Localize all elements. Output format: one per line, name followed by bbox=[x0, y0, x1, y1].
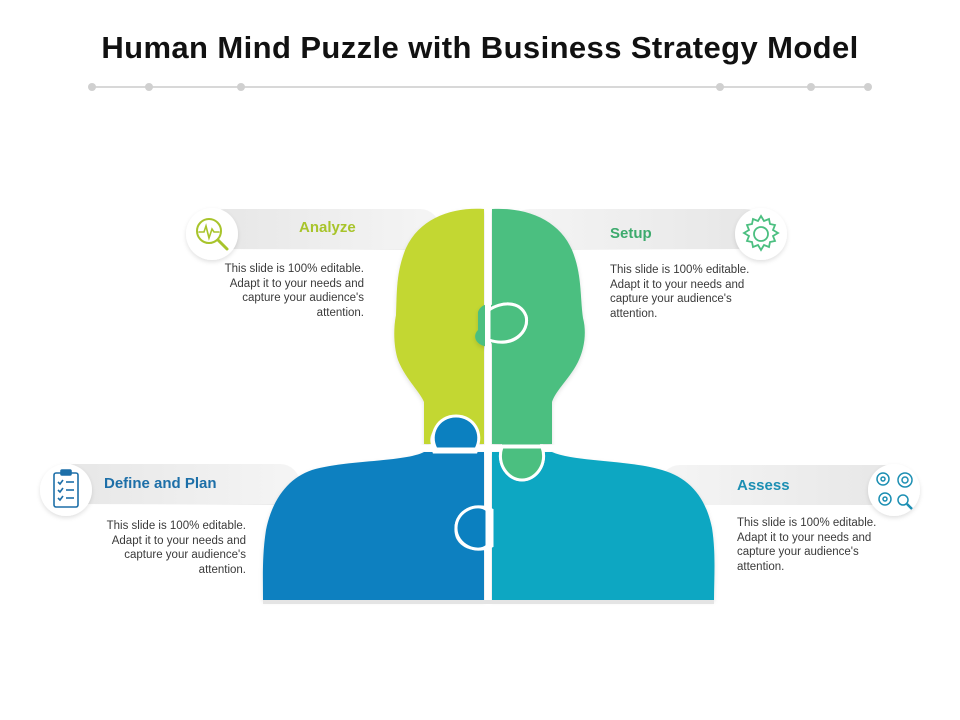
puzzle-piece-analyze bbox=[394, 208, 484, 444]
magnifier-pulse-icon bbox=[196, 218, 229, 251]
label-setup: Setup bbox=[610, 225, 652, 242]
icon-circle-setup bbox=[735, 208, 787, 260]
gear-icon bbox=[742, 214, 780, 252]
banner-analyze bbox=[170, 209, 440, 282]
puzzle-piece-define bbox=[262, 419, 484, 600]
desc-assess: This slide is 100% editable. Adapt it to… bbox=[737, 517, 877, 573]
puzzle-piece-assess bbox=[492, 452, 715, 600]
banner-define bbox=[22, 464, 300, 540]
banner-setup bbox=[510, 209, 805, 282]
page-title: Human Mind Puzzle with Business Strategy… bbox=[101, 30, 859, 65]
label-analyze: Analyze bbox=[299, 219, 356, 236]
puzzle-piece-setup bbox=[475, 208, 585, 473]
desc-analyze: This slide is 100% editable. Adapt it to… bbox=[224, 263, 364, 319]
label-assess: Assess bbox=[737, 477, 790, 494]
desc-setup: This slide is 100% editable. Adapt it to… bbox=[610, 264, 750, 320]
desc-define: This slide is 100% editable. Adapt it to… bbox=[106, 520, 246, 576]
icon-circle-analyze bbox=[186, 208, 238, 260]
checklist-icon bbox=[53, 469, 79, 508]
title-divider bbox=[88, 83, 872, 91]
label-define: Define and Plan bbox=[104, 475, 217, 492]
gears-magnifier-icon bbox=[876, 472, 913, 510]
